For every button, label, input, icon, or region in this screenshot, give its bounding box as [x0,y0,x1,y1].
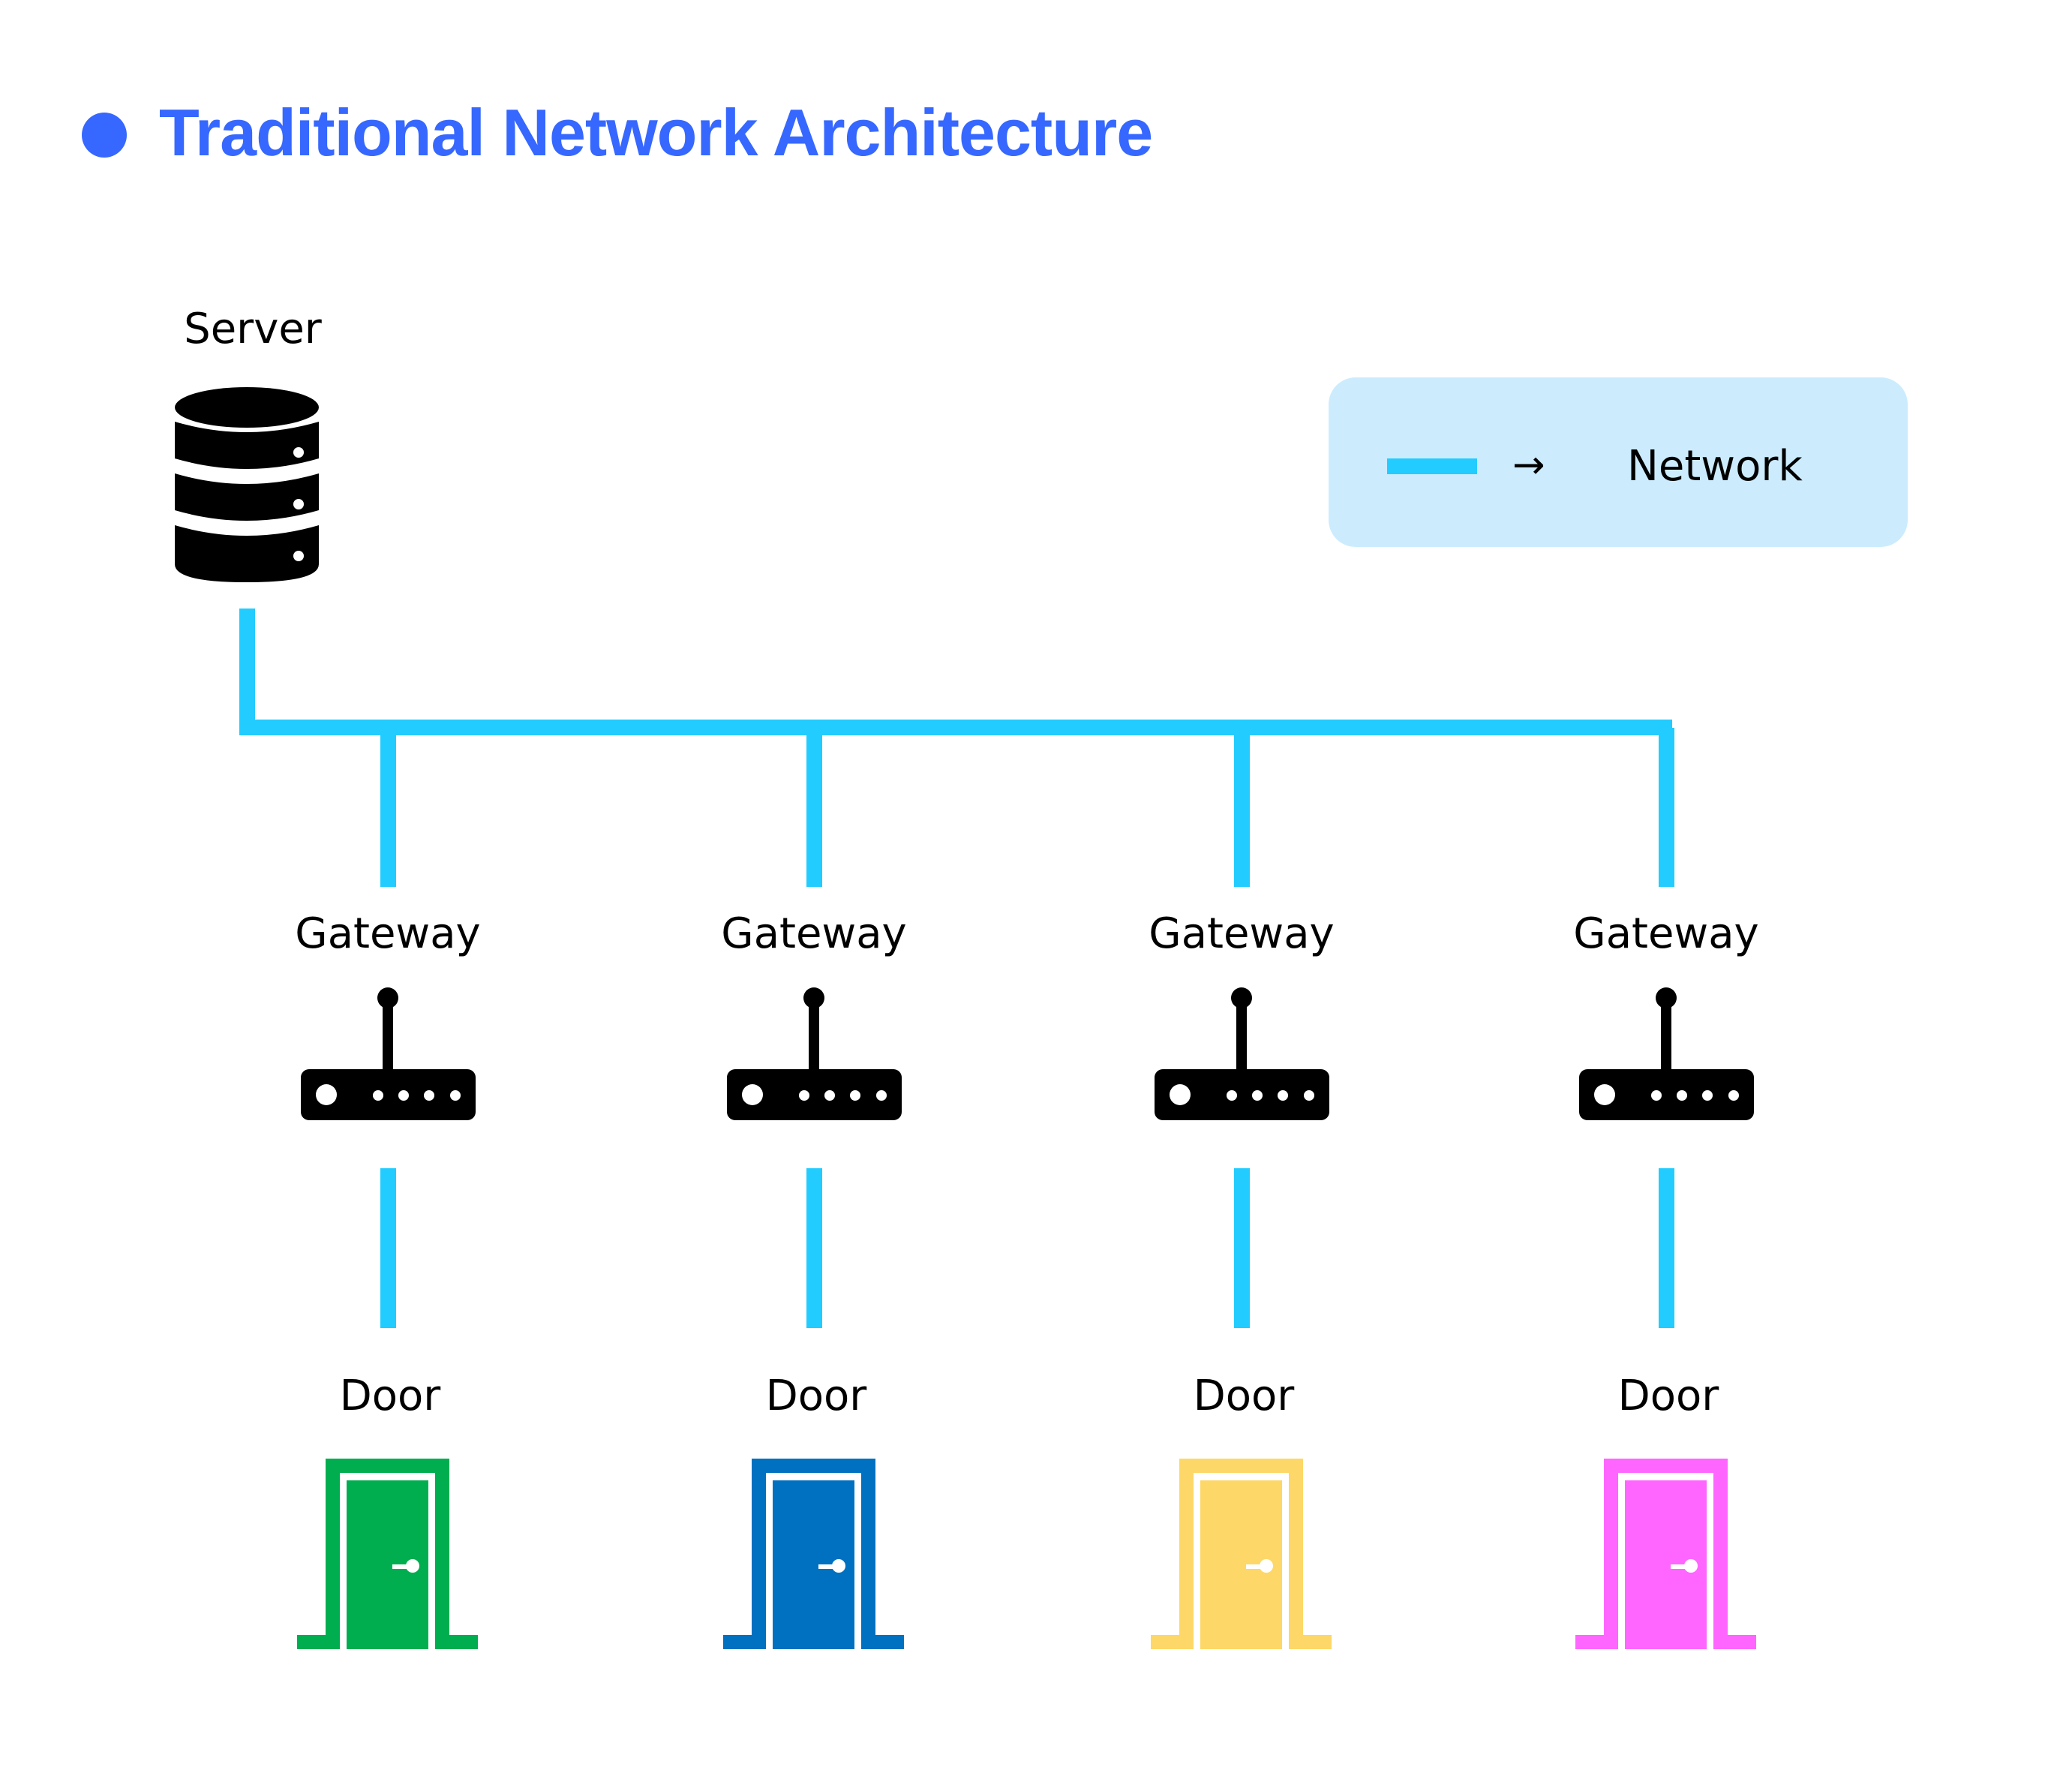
server-label: Server [184,305,322,353]
page-title: Traditional Network Architecture [159,95,1153,170]
gateway-label: Gateway [721,909,906,958]
legend-box: → Network [1329,377,1908,547]
door-icon [1575,1459,1756,1649]
legend-network-line-swatch [1387,458,1477,474]
bus-to-gateway-link [380,728,396,887]
door-label: Door [766,1372,868,1420]
router-icon [301,987,476,1120]
router-icon [1155,987,1329,1120]
door-knob-icon [1260,1559,1273,1573]
door-label: Door [1194,1372,1296,1420]
gateway-to-door-link [380,1168,396,1328]
gateway-to-door-link [1659,1168,1674,1328]
router-icon [1579,987,1754,1120]
legend-network-label: Network [1627,442,1803,491]
gateway-to-door-link [806,1168,822,1328]
bus-to-gateway-link [1234,728,1250,887]
door-knob-bar [1671,1564,1687,1569]
door-frame [1575,1459,1756,1649]
door-frame [723,1459,904,1649]
gateway-label: Gateway [1573,909,1758,958]
title-bullet-icon [82,113,127,158]
bus-to-gateway-link [806,728,822,887]
gateway-label: Gateway [295,909,480,958]
network-lines [239,609,1672,735]
database-server-icon [175,387,319,582]
door-label: Door [340,1372,442,1420]
legend-arrow-icon: → [1512,443,1545,488]
door-knob-icon [406,1559,419,1573]
door-knob-icon [1684,1559,1698,1573]
door-label: Door [1618,1372,1720,1420]
door-knob-icon [832,1559,845,1573]
door-frame [1151,1459,1332,1649]
gateway-label: Gateway [1149,909,1334,958]
network-bus-line [239,720,1672,735]
door-knob-bar [392,1564,409,1569]
door-knob-bar [818,1564,835,1569]
router-icon [727,987,902,1120]
door-icon [723,1459,904,1649]
bus-to-gateway-link [1659,728,1674,887]
server-network-link [239,609,255,735]
gateway-to-door-link [1234,1168,1250,1328]
door-icon [297,1459,478,1649]
door-knob-bar [1246,1564,1263,1569]
door-icon [1151,1459,1332,1649]
door-frame [297,1459,478,1649]
